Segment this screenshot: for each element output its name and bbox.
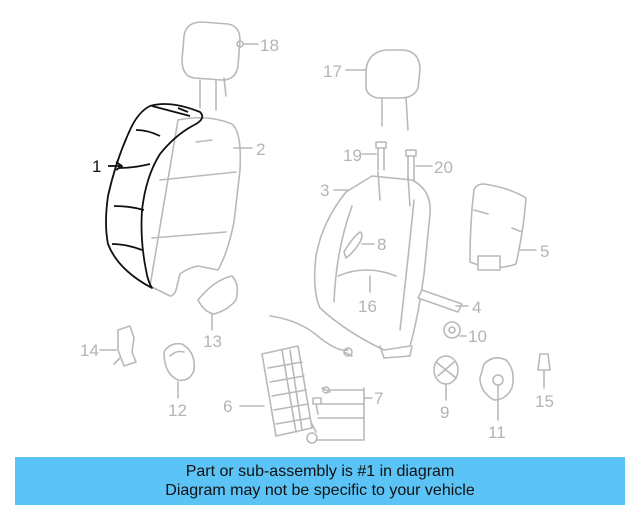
part-7-fasteners[interactable] (306, 347, 353, 444)
callout-13[interactable]: 13 (203, 332, 222, 351)
banner-line-2: Diagram may not be specific to your vehi… (165, 482, 475, 499)
callout-14[interactable]: 14 (80, 341, 99, 360)
callout-20[interactable]: 20 (434, 158, 453, 177)
callout-16[interactable]: 16 (358, 297, 377, 316)
part-6-lumbar-support[interactable] (261, 315, 349, 437)
part-12-cover[interactable] (163, 342, 196, 382)
callout-1[interactable]: 1 (92, 157, 101, 176)
callout-8[interactable]: 8 (377, 235, 386, 254)
part-19-guide[interactable] (375, 141, 387, 171)
part-15-plug[interactable] (537, 353, 551, 381)
part-9-knob[interactable] (433, 355, 459, 385)
callout-11[interactable]: 11 (488, 423, 506, 442)
part-17-headrest[interactable] (365, 49, 421, 131)
part-14-clip[interactable] (113, 325, 137, 367)
callout-12[interactable]: 12 (168, 401, 187, 420)
part-16-spring[interactable] (337, 269, 397, 277)
callout-6[interactable]: 6 (223, 397, 232, 416)
leader-lines (99, 43, 545, 441)
callout-15[interactable]: 15 (535, 392, 554, 411)
part-4-rod[interactable] (417, 289, 463, 313)
part-10-knob[interactable] (443, 321, 461, 339)
callout-17[interactable]: 17 (323, 62, 342, 81)
part-11-cover[interactable] (479, 356, 514, 401)
part-2-seatback-cover[interactable] (149, 116, 242, 297)
callout-18[interactable]: 18 (260, 36, 279, 55)
callout-4[interactable]: 4 (472, 298, 481, 317)
part-5-back-panel[interactable] (469, 183, 527, 271)
callout-10[interactable]: 10 (468, 327, 487, 346)
part-18-headrest[interactable] (181, 21, 244, 111)
part-3-seatback-frame[interactable] (313, 171, 431, 359)
callout-3[interactable]: 3 (320, 181, 329, 200)
callout-9[interactable]: 9 (440, 403, 449, 422)
callout-19[interactable]: 19 (343, 146, 362, 165)
callout-5[interactable]: 5 (540, 242, 549, 261)
part-8-lever[interactable] (343, 231, 363, 259)
callout-2[interactable]: 2 (256, 140, 265, 159)
callout-7[interactable]: 7 (374, 389, 383, 408)
banner-line-1: Part or sub-assembly is #1 in diagram (185, 463, 455, 480)
info-banner: Part or sub-assembly is #1 in diagram Di… (15, 457, 625, 505)
part-1-seatback-pad[interactable] (105, 103, 204, 289)
part-13-bracket[interactable] (197, 275, 239, 325)
